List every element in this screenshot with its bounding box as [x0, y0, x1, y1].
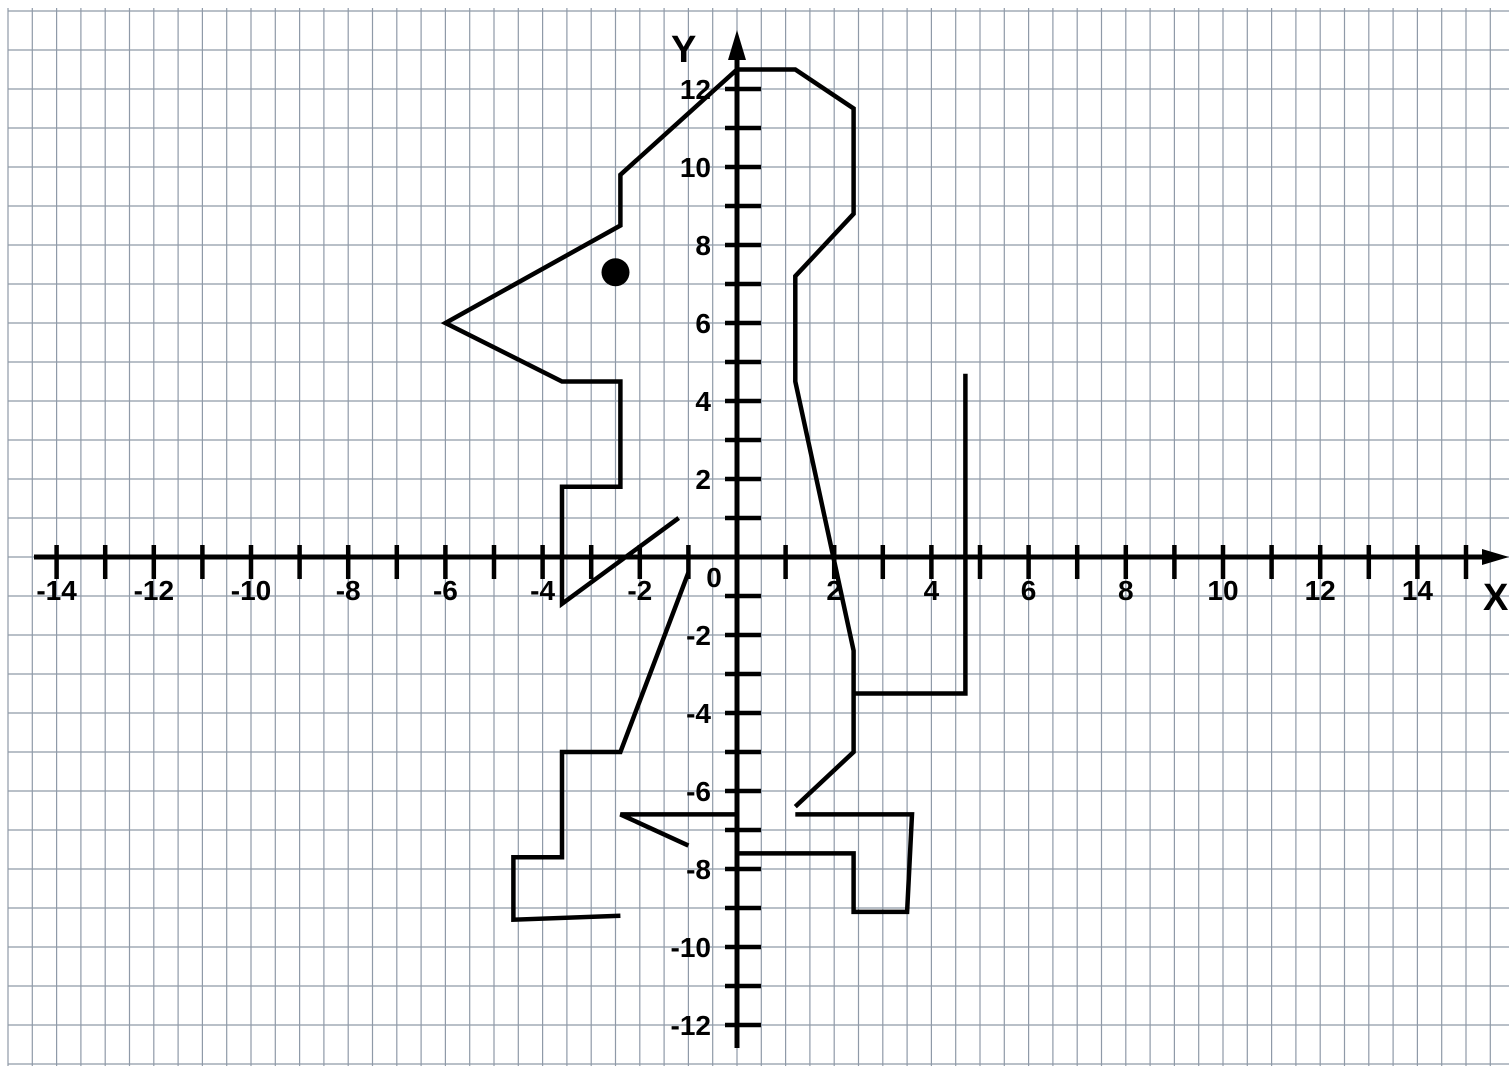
figure-segment — [854, 374, 966, 694]
x-tick-label: 6 — [1021, 575, 1037, 606]
origin-label: 0 — [706, 562, 722, 593]
x-tick-label: -12 — [134, 575, 174, 606]
y-tick-label: 10 — [680, 152, 711, 183]
x-tick-label: 14 — [1402, 575, 1434, 606]
y-tick-label: 4 — [695, 386, 711, 417]
y-tick-label: 6 — [695, 308, 711, 339]
y-tick-label: -2 — [686, 620, 711, 651]
figure-segment — [737, 814, 912, 912]
y-axis-arrow — [728, 30, 746, 60]
y-tick-label: -12 — [671, 1010, 711, 1041]
y-tick-label: 8 — [695, 230, 711, 261]
y-tick-label: 2 — [695, 464, 711, 495]
y-tick-label: -10 — [671, 932, 711, 963]
x-tick-label: 4 — [924, 575, 940, 606]
x-tick-label: 10 — [1207, 575, 1238, 606]
x-axis-arrow — [1482, 549, 1509, 565]
figure-segment — [513, 573, 688, 920]
y-axis-label: Y — [671, 29, 696, 71]
x-tick-label: -6 — [433, 575, 458, 606]
y-tick-label: 12 — [680, 74, 711, 105]
eye-dot — [602, 258, 630, 286]
x-axis-label: X — [1483, 577, 1509, 619]
y-tick-label: -4 — [686, 698, 711, 729]
y-tick-label: -6 — [686, 776, 711, 807]
figure-segment — [445, 70, 853, 807]
x-tick-label: -4 — [530, 575, 555, 606]
x-tick-label: 2 — [826, 575, 842, 606]
x-tick-label: 12 — [1305, 575, 1336, 606]
x-tick-label: -14 — [36, 575, 77, 606]
x-tick-label: -8 — [336, 575, 361, 606]
x-tick-label: -2 — [627, 575, 652, 606]
x-tick-label: -10 — [231, 575, 271, 606]
y-tick-label: -8 — [686, 854, 711, 885]
x-tick-label: 8 — [1118, 575, 1134, 606]
coordinate-axes: -14 -12 -10 -8 -6 -4 -2 2 4 6 8 10 12 14 12 10 8 6 4 2 -2 -4… — [34, 29, 1509, 1048]
